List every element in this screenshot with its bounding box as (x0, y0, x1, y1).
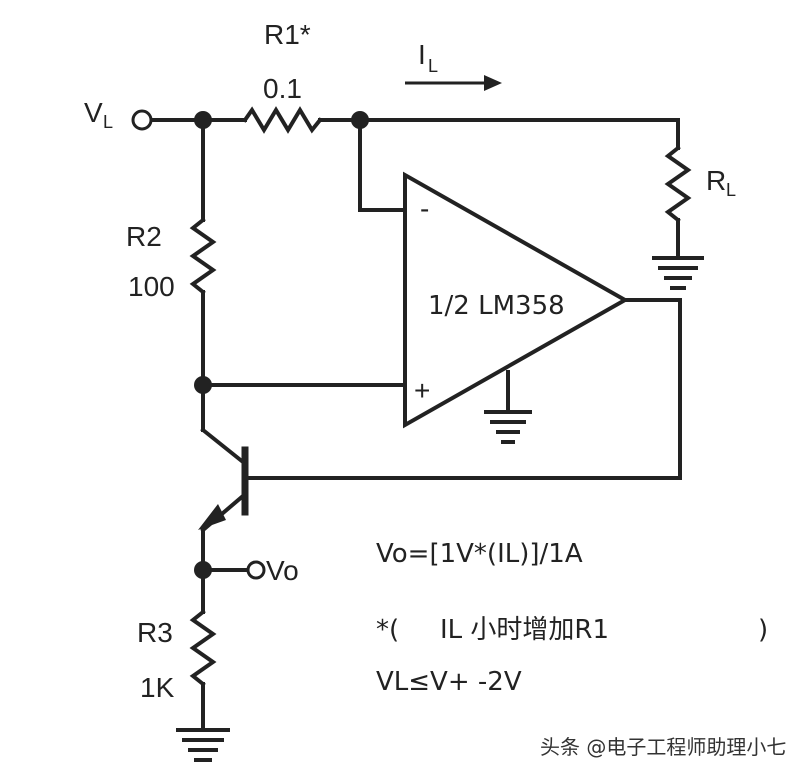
wire-output-feedback (243, 298, 682, 480)
r2-label: R2 (126, 221, 162, 252)
note-open: *( (376, 615, 399, 645)
r2-value: 100 (128, 271, 175, 302)
r1-label: R1* (264, 19, 311, 50)
il-label: I (418, 39, 426, 70)
resistor-r3 (189, 609, 217, 687)
vo-terminal (246, 560, 266, 580)
ground-symbol-r3 (176, 728, 230, 762)
opamp-label: 1/2 LM358 (428, 291, 565, 321)
r3-value: 1K (140, 672, 175, 703)
r1-value: 0.1 (263, 73, 302, 104)
vo-label: Vo (266, 555, 299, 586)
opamp-minus-label: - (420, 193, 429, 224)
resistor-r1 (242, 106, 323, 134)
opamp-triangle (403, 171, 630, 429)
vl-terminal (131, 109, 153, 131)
equation-vo: Vo=[1V*(IL)]/1A (376, 539, 583, 569)
transistor-collector (200, 427, 246, 465)
equation-vl: VL≤V+ -2V (376, 667, 522, 697)
note-close: ) (758, 615, 768, 645)
note-text: IL 小时增加R1 (440, 615, 609, 645)
ground-symbol-opamp (484, 410, 532, 444)
il-arrow-head (484, 75, 502, 91)
watermark: 头条 @电子工程师助理小七 (540, 735, 786, 759)
vl-subscript: L (103, 112, 113, 132)
resistor-r2 (189, 217, 217, 295)
vl-label: V (84, 97, 103, 128)
wire-inverting-input (358, 118, 407, 212)
ground-symbol-rl (652, 256, 704, 290)
transistor-emitter-arrow (198, 504, 226, 530)
opamp-plus-label: + (414, 375, 430, 406)
rl-label: R (706, 165, 726, 196)
r3-label: R3 (137, 617, 173, 648)
rl-subscript: L (726, 180, 736, 200)
resistor-rl (664, 145, 692, 223)
il-subscript: L (428, 56, 438, 76)
